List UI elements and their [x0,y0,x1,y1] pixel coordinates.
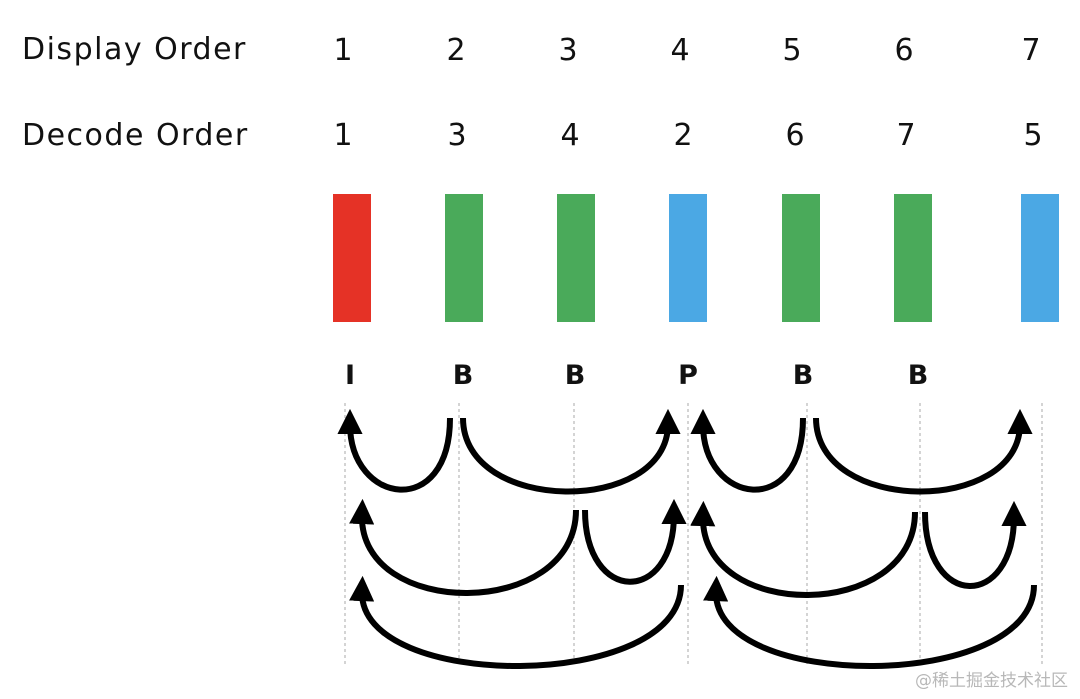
frame-type-label: B [452,360,474,391]
reference-arrow-icon [337,408,453,493]
frame-bar-b [894,194,932,322]
decode-order-number: 1 [333,118,353,153]
display-order-number: 2 [446,33,466,68]
frame-bar-b [445,194,483,322]
decode-order-number: 2 [673,118,693,153]
frame-bar-p [1021,194,1059,322]
frame-type-label: B [792,360,814,391]
decode-order-number: 5 [1023,118,1043,153]
reference-arrow-icon [349,498,579,596]
frame-bar-i [333,194,371,322]
reference-arrow-icon [349,575,684,669]
decode-order-number: 3 [447,118,467,153]
frame-bar-p [669,194,707,322]
frame-type-label: I [344,360,356,391]
frame-type-label: B [564,360,586,391]
reference-arrow-icon [582,498,687,585]
watermark: @稀土掘金技术社区 [915,671,1068,691]
decode-order-number: 6 [785,118,805,153]
display-order-label: Display Order [22,32,247,67]
reference-arrow-icon [813,408,1033,495]
decode-order-number: 4 [560,118,580,153]
display-order-number: 5 [782,33,802,68]
reference-arrow-icon [690,500,918,598]
reference-arrow-icon [690,408,806,493]
frame-type-label: P [678,360,698,391]
frame-guide-lines [344,403,1043,665]
display-order-number: 1 [333,33,353,68]
frame-type-label: B [907,360,929,391]
reference-arrow-icon [703,575,1037,669]
frame-bar-b [782,194,820,322]
reference-arrow-icon [460,408,681,495]
reference-arrow-icon [922,500,1027,589]
display-order-number: 6 [894,33,914,68]
decode-order-label: Decode Order [22,118,249,153]
display-order-number: 7 [1021,33,1041,68]
frame-bar-b [557,194,595,322]
decode-order-number: 7 [896,118,916,153]
display-order-number: 3 [558,33,578,68]
display-order-number: 4 [670,33,690,68]
